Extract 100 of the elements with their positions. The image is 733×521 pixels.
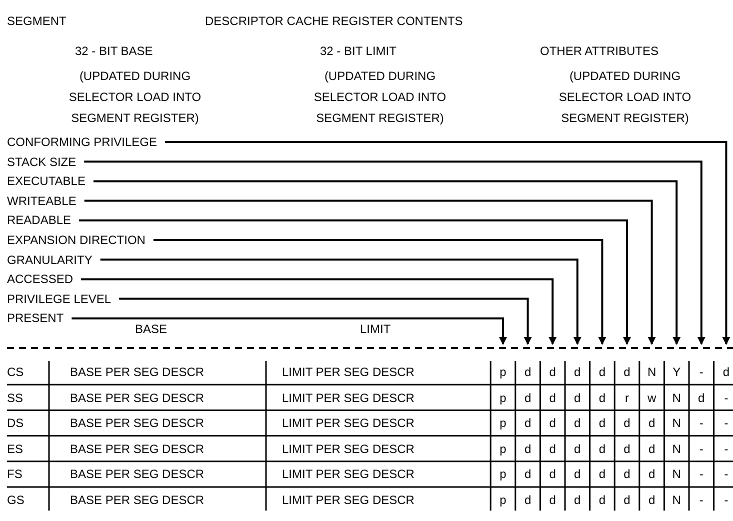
table-cell: - — [724, 442, 728, 456]
table-cell: p — [500, 416, 506, 430]
table-cell: d — [524, 442, 532, 456]
table-cell: r — [625, 390, 629, 405]
column-heading: OTHER ATTRIBUTES — [540, 44, 658, 58]
table-cell: BASE PER SEG DESCR — [70, 390, 204, 405]
table-cell: d — [598, 442, 606, 456]
table-cell: p — [500, 442, 506, 456]
table-cell: N — [672, 467, 681, 482]
table-cell: - — [724, 416, 728, 430]
column-heading: 32 - BIT BASE — [75, 44, 153, 58]
column-heading: SEGMENT — [7, 14, 66, 28]
table-cell: LIMIT PER SEG DESCR — [282, 390, 414, 405]
table-cell: d — [624, 365, 630, 379]
table-cell: - — [724, 390, 728, 405]
table-cell: CS — [7, 365, 24, 379]
table-cell: - — [699, 442, 704, 456]
table-cell: p — [500, 493, 506, 507]
table-cell: N — [672, 442, 681, 456]
table-cell: BASE PER SEG DESCR — [70, 493, 204, 507]
table-cell: d — [598, 365, 606, 379]
table-cell: d — [574, 416, 581, 430]
table-cell: d — [549, 365, 556, 379]
column-note: (UPDATED DURING SELECTOR LOAD INTO SEGMENT REGISTER) — [68, 68, 202, 127]
table-cell: d — [598, 467, 606, 482]
leader-arrow — [153, 239, 606, 345]
table-cell: FS — [7, 467, 22, 482]
table-cell: d — [598, 390, 606, 405]
leader-arrow — [81, 278, 557, 345]
table-cell: d — [598, 493, 606, 507]
table-cell: - — [699, 365, 704, 379]
table-cell: Y — [672, 365, 681, 379]
attribute-label: PRESENT — [7, 311, 64, 326]
table-cell: - — [699, 493, 704, 507]
table-cell: d — [549, 467, 556, 482]
leader-arrow — [93, 180, 681, 345]
table-cell: LIMIT PER SEG DESCR — [282, 365, 414, 379]
table-cell: - — [699, 467, 704, 482]
table-cell: d — [524, 390, 532, 405]
table-cell: LIMIT PER SEG DESCR — [282, 442, 414, 456]
table-cell: d — [698, 390, 705, 405]
table-cell: d — [549, 442, 556, 456]
attribute-label: GRANULARITY — [7, 252, 92, 267]
table-cell: d — [574, 493, 581, 507]
table-cell: ES — [7, 442, 24, 456]
table-cell: - — [699, 416, 704, 430]
table-cell: BASE PER SEG DESCR — [70, 467, 204, 482]
table-cell: d — [524, 493, 532, 507]
column-note: (UPDATED DURING SELECTOR LOAD INTO SEGMENT REGISTER) — [312, 68, 448, 127]
table-cell: BASE PER SEG DESCR — [70, 365, 204, 379]
attribute-label: PRIVILEGE LEVEL — [7, 292, 112, 306]
table-cell: d — [648, 493, 656, 507]
table-cell: N — [672, 493, 681, 507]
table-cell: d — [624, 442, 630, 456]
leader-arrow — [84, 160, 706, 345]
attribute-label: WRITEABLE — [7, 194, 76, 208]
table-cell: d — [624, 416, 630, 430]
attribute-label: READABLE — [7, 213, 72, 228]
column-heading: BASE — [135, 322, 168, 336]
leader-arrow — [79, 219, 631, 345]
table-cell: LIMIT PER SEG DESCR — [282, 467, 414, 482]
table-cell: d — [648, 467, 656, 482]
leader-arrow — [119, 298, 532, 345]
leader-arrow — [84, 200, 656, 345]
table-cell: BASE PER SEG DESCR — [70, 416, 204, 430]
table-cell: p — [500, 467, 506, 482]
table-cell: DS — [7, 416, 24, 430]
diagram-heading: DESCRIPTOR CACHE REGISTER CONTENTS — [205, 14, 463, 28]
table-cell: d — [574, 365, 581, 379]
table-cell: SS — [7, 390, 24, 405]
table-cell: d — [549, 416, 556, 430]
leader-arrow — [100, 258, 582, 345]
table-cell: N — [647, 365, 656, 379]
table-cell: - — [724, 467, 728, 482]
table-cell: d — [624, 467, 630, 482]
attribute-label: EXPANSION DIRECTION — [7, 233, 146, 247]
table-cell: d — [624, 493, 630, 507]
table-cell: LIMIT PER SEG DESCR — [282, 416, 414, 430]
table-cell: d — [574, 467, 581, 482]
column-heading: LIMIT — [360, 322, 391, 336]
attribute-label: EXECUTABLE — [7, 174, 86, 188]
leader-arrow — [72, 317, 507, 345]
attribute-label: CONFORMING PRIVILEGE — [7, 135, 158, 149]
table-cell: p — [500, 365, 506, 379]
table-cell: d — [524, 416, 532, 430]
table-cell: d — [722, 365, 730, 379]
attribute-label: STACK SIZE — [7, 154, 76, 169]
column-note: (UPDATED DURING SELECTOR LOAD INTO SEGMENT REGISTER) — [558, 68, 692, 127]
table-cell: - — [724, 493, 728, 507]
table-cell: d — [648, 416, 656, 430]
table-cell: d — [549, 493, 556, 507]
table-cell: p — [500, 390, 506, 405]
table-cell: d — [574, 442, 581, 456]
table-cell: d — [524, 365, 532, 379]
table-cell: d — [524, 467, 532, 482]
table-cell: d — [648, 442, 656, 456]
table-cell: d — [574, 390, 581, 405]
attribute-label: ACCESSED — [7, 272, 74, 286]
table-cell: d — [598, 416, 606, 430]
table-cell: GS — [7, 493, 24, 507]
